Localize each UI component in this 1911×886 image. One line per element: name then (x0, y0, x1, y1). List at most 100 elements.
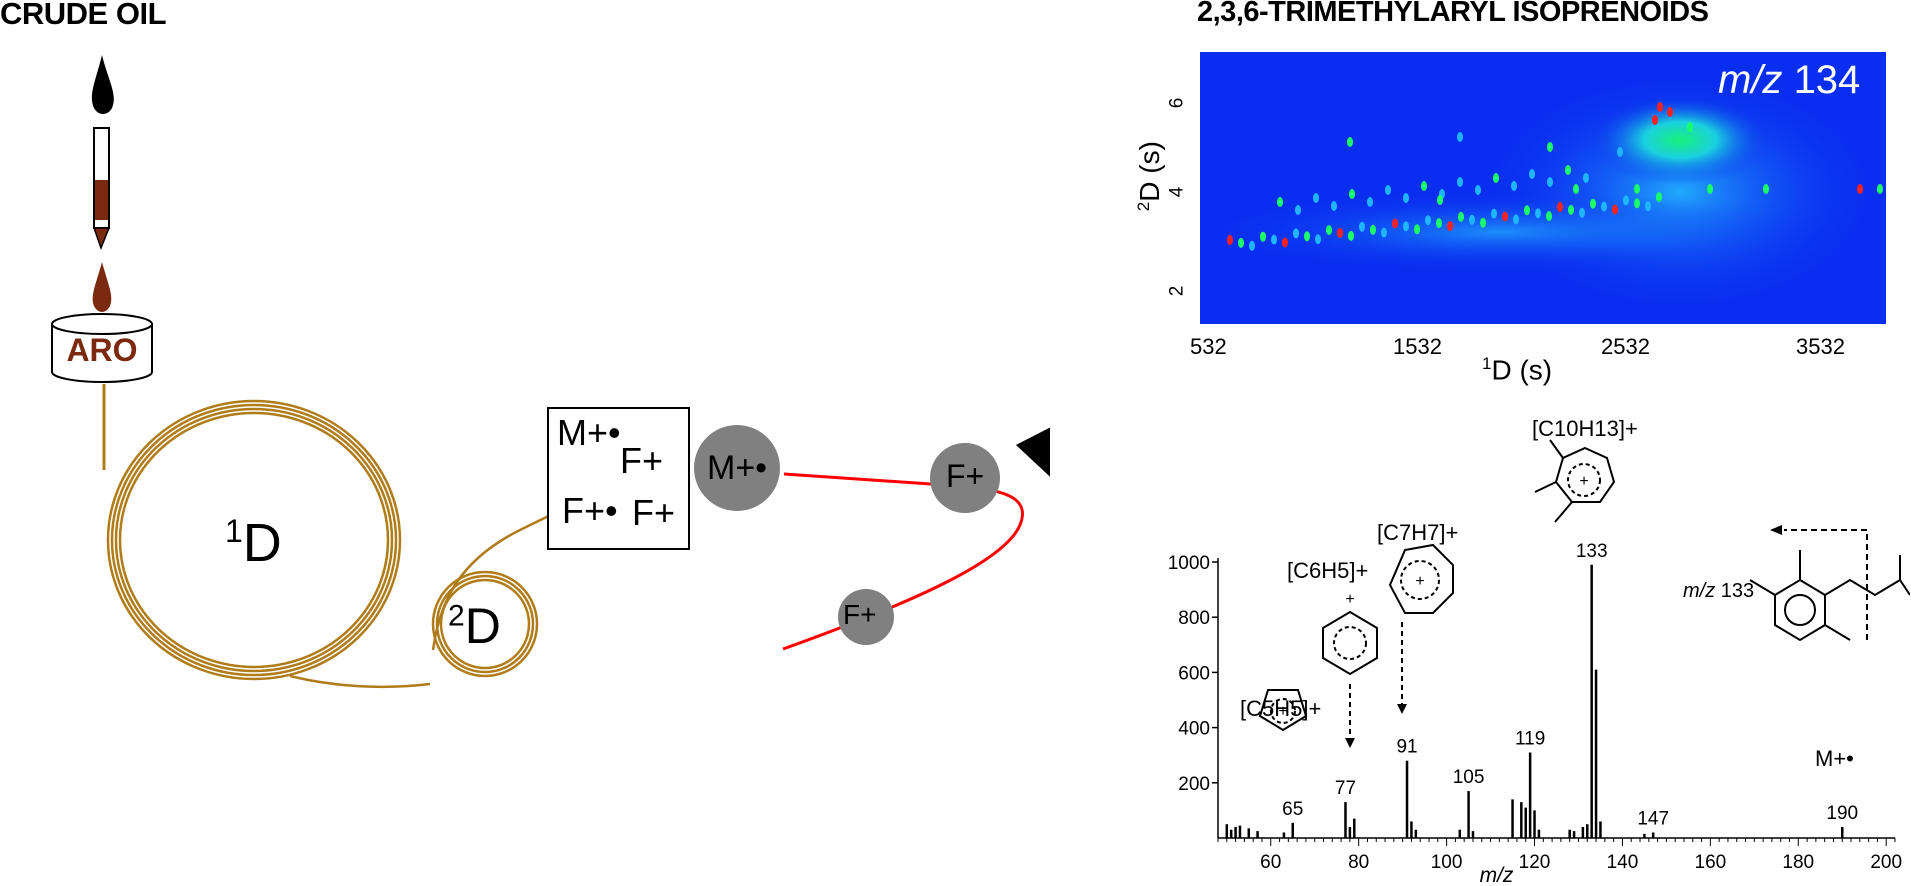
heatmap-spot (1260, 231, 1266, 242)
trimethylaryl-molecule-icon (1749, 550, 1910, 642)
aromatic-drop-icon (92, 262, 112, 312)
heatmap-spot (1425, 215, 1431, 226)
ms-x-tick-label: 160 (1695, 852, 1727, 873)
heatmap-spot (1293, 228, 1299, 239)
heatmap-x-label: 1D (s) (1482, 354, 1553, 386)
heatmap-y-label: 2D (s) (1133, 141, 1166, 212)
heatmap-spot (1271, 234, 1277, 245)
ms-peak-label: 91 (1396, 737, 1417, 758)
crude-oil-title: CRUDE OIL (0, 0, 167, 31)
heatmap-spot (1331, 201, 1337, 211)
heatmap-spot (1687, 122, 1693, 132)
heatmap-spot (1227, 235, 1233, 245)
ms-x-tick-label: 180 (1782, 852, 1814, 873)
svg-text:+: + (1415, 573, 1424, 590)
fragment-ion-ball-2 (838, 589, 894, 645)
heatmap-spot (1546, 211, 1552, 222)
gc-schematic (51, 55, 1050, 689)
ms-y-tick-label: 800 (1178, 608, 1210, 629)
ms-x-tick-label: 200 (1870, 852, 1902, 873)
ms-y-tick-label: 600 (1178, 663, 1210, 684)
heatmap-spot (1367, 197, 1373, 207)
heatmap-spot (1707, 184, 1713, 194)
c10h13-ion-icon (1534, 439, 1616, 523)
first-dimension-column (106, 399, 402, 681)
heatmap-spot (1511, 181, 1517, 191)
heatmap-spot (1557, 202, 1563, 212)
heatmap-title: 2,3,6-TRIMETHYLARYL ISOPRENOIDS (1197, 0, 1709, 28)
heatmap-x-tick-1: 532 (1190, 334, 1227, 359)
fragment-ion-label-2: F+ (843, 599, 877, 630)
ms-peak-label: 77 (1335, 778, 1356, 799)
heatmap-spot (1326, 225, 1332, 236)
heatmap-spot (1370, 224, 1376, 235)
ion-box-label-2: F+ (620, 440, 664, 481)
heatmap-spot (1656, 192, 1662, 203)
heatmap-spot (1645, 201, 1651, 212)
fragment-label-c6h5: [C6H5]+ (1287, 558, 1369, 583)
ion-box-label-4: F+ (632, 492, 676, 533)
molecular-ion-label: M+• (707, 449, 768, 487)
ion-path (782, 472, 1024, 651)
ms-peak-label: 190 (1826, 803, 1858, 824)
ion-box-label-3: F+• (562, 490, 618, 531)
fragment-structures: + + + + (1258, 439, 1910, 748)
heatmap-spot (1437, 195, 1443, 205)
heatmap-spot (1392, 218, 1398, 229)
column-1-label: 1D (225, 513, 282, 573)
heatmap-spot (1590, 198, 1596, 209)
ion-box-label-1: M+• (557, 412, 621, 453)
column-2-label: 2D (448, 598, 501, 654)
svg-text:+: + (1278, 703, 1287, 720)
cleavage-label: m/z 133 (1683, 580, 1755, 602)
ms-peak-label: 105 (1453, 767, 1485, 788)
heatmap-spot (1315, 234, 1321, 245)
cyclopentadienyl-icon (1258, 689, 1308, 732)
heatmap-spot (1763, 184, 1769, 194)
heatmap-spot (1421, 181, 1427, 191)
heatmap-spot (1457, 132, 1463, 142)
ms-x-tick-label: 80 (1348, 852, 1369, 873)
aro-label: ARO (66, 332, 138, 368)
phenyl-icon (1322, 610, 1378, 676)
heatmap-x-tick-3: 2532 (1601, 334, 1650, 359)
sample-vial-icon (92, 127, 111, 251)
heatmap-spot (1475, 185, 1481, 195)
heatmap-spot (1414, 224, 1420, 235)
heatmap-spot (1458, 211, 1464, 222)
svg-text:+: + (1345, 591, 1354, 608)
second-dimension-column (431, 570, 539, 678)
heatmap-spot (1502, 211, 1508, 222)
heatmap-spot (1652, 115, 1658, 125)
heatmap-spot (1295, 205, 1301, 215)
heatmap-spot (1667, 107, 1673, 117)
heatmap-spot (1634, 184, 1640, 194)
svg-text:+: + (1579, 473, 1588, 490)
heatmap-spot (1403, 193, 1409, 203)
heatmap-annotation: m/z 134 (1718, 58, 1861, 102)
heatmap-spot (1535, 208, 1541, 219)
heatmap-spot (1381, 227, 1387, 238)
heatmap-spot (1657, 102, 1663, 112)
ms-x-tick-label: 60 (1260, 852, 1281, 873)
ms-peak-label: 119 (1515, 728, 1545, 749)
heatmap-spot (1457, 177, 1463, 187)
heatmap-spot (1601, 201, 1607, 212)
heatmap-spot (1313, 193, 1319, 203)
molecular-ion-ball (694, 425, 780, 511)
heatmap-spot (1337, 228, 1343, 238)
heatmap-spot (1547, 142, 1553, 152)
heatmap-spot (1857, 184, 1863, 194)
ms-x-tick-label: 120 (1519, 852, 1551, 873)
heatmap-spot (1491, 208, 1497, 219)
ms-peak-label: 65 (1282, 799, 1303, 820)
heatmap-spot (1565, 165, 1571, 175)
tropylium-icon (1388, 543, 1454, 614)
heatmap-spot (1447, 221, 1453, 231)
heatmap-spot (1359, 221, 1365, 232)
heatmap-spot (1349, 189, 1355, 199)
heatmap-spot (1612, 204, 1618, 215)
heatmap-spot (1304, 231, 1310, 242)
ms-x-tick-label: 100 (1431, 852, 1463, 873)
